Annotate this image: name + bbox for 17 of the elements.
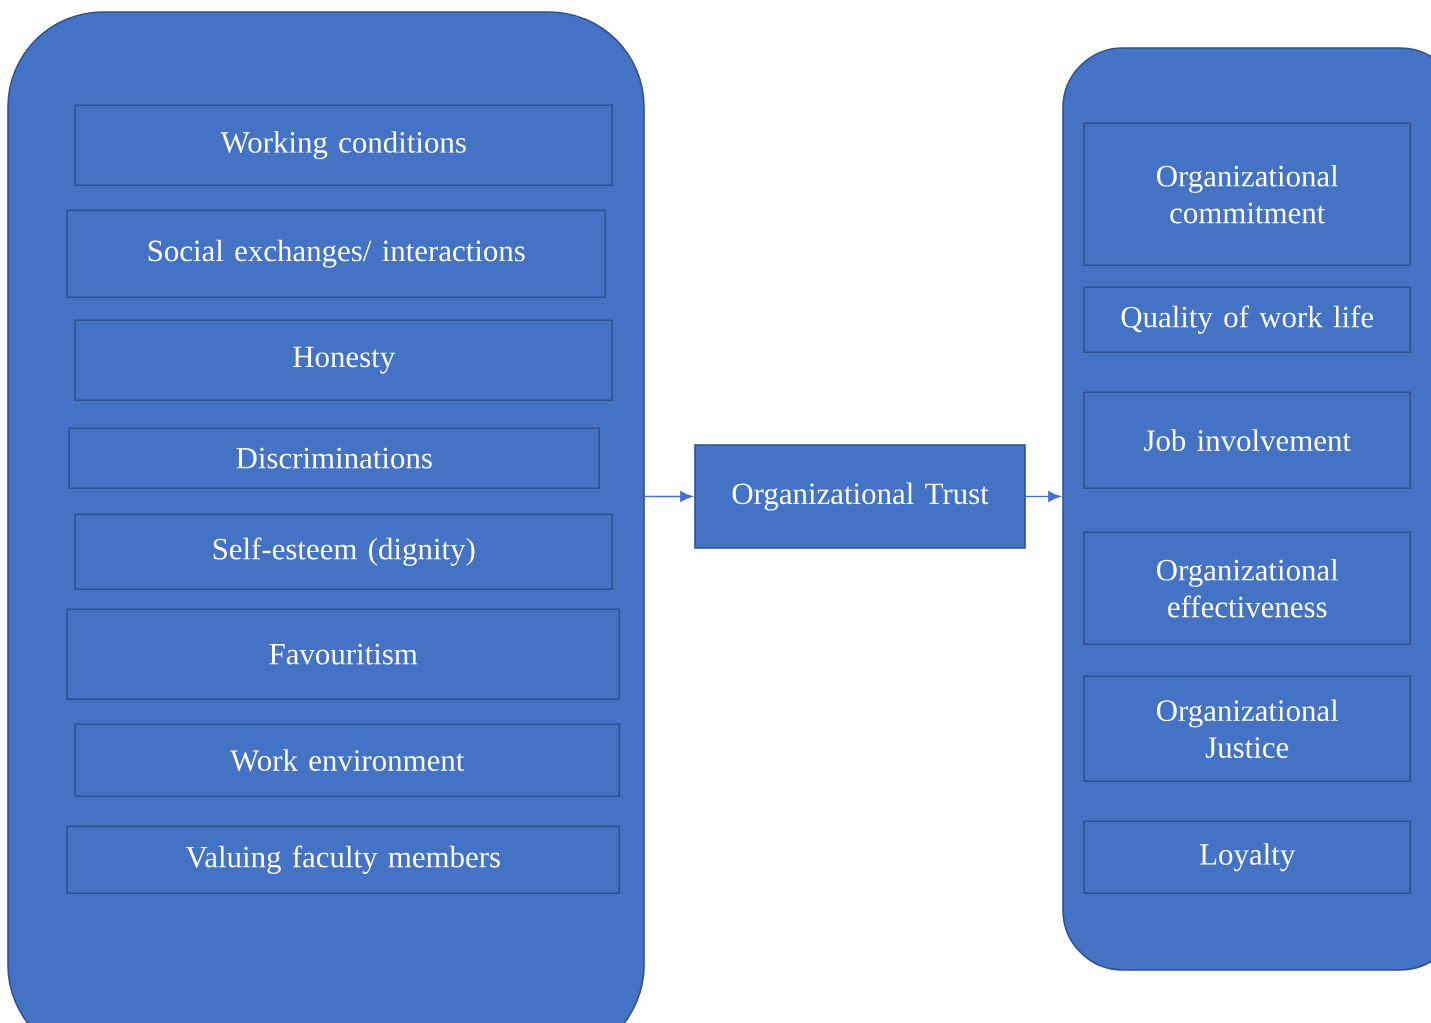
factor-box: Working conditions <box>74 104 613 186</box>
factor-box: Social exchanges/ interactions <box>66 209 606 298</box>
arrow <box>644 491 693 502</box>
outcome-box: Organizational Justice <box>1083 675 1411 782</box>
outcome-box: Organizational effectiveness <box>1083 531 1411 645</box>
factor-box: Honesty <box>74 319 613 401</box>
outcome-box: Loyalty <box>1083 820 1411 894</box>
factor-box: Work environment <box>74 723 620 797</box>
outcome-box: Job involvement <box>1083 391 1411 489</box>
factor-box: Valuing faculty members <box>66 825 620 894</box>
factor-box: Self-esteem (dignity) <box>74 513 613 590</box>
factor-box: Discriminations <box>68 427 600 489</box>
factor-box: Favouritism <box>66 608 620 700</box>
outcome-box: Organizational commitment <box>1083 122 1411 266</box>
trust-box: Organizational Trust <box>694 444 1026 549</box>
arrow <box>1025 491 1061 502</box>
outcome-box: Quality of work life <box>1083 286 1411 353</box>
